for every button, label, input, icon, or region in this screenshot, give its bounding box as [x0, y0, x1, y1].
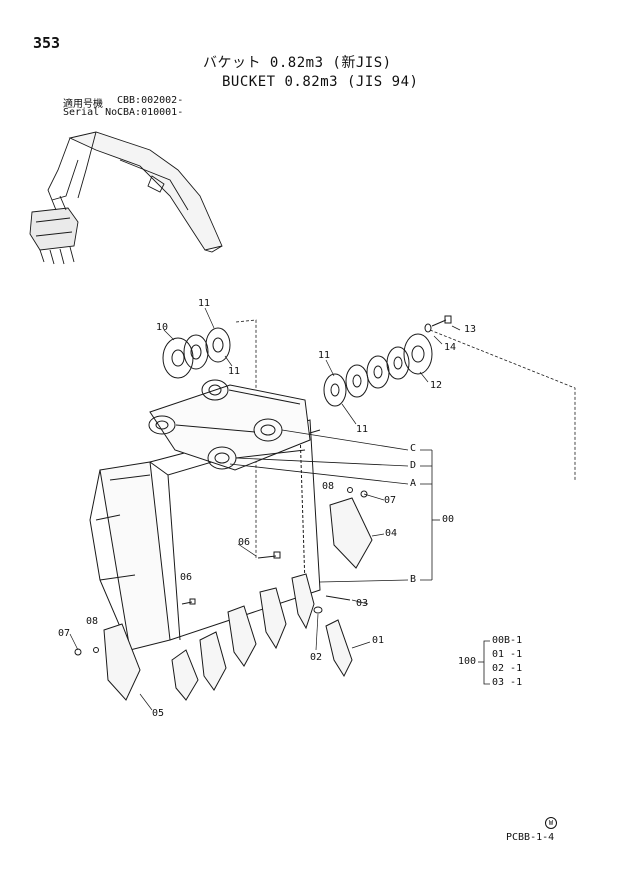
- hardware: [74, 487, 368, 656]
- callout-leaders: [69, 307, 461, 711]
- callout-c: C: [410, 443, 417, 454]
- side-cutters: [103, 497, 373, 701]
- bucket-lugs: [148, 379, 311, 471]
- callout-a: A: [410, 478, 417, 489]
- kit-line: 03 -1: [492, 677, 523, 688]
- circled-mark: W: [545, 817, 557, 829]
- title-japanese: バケット 0.82m3 (新JIS): [203, 55, 392, 71]
- callout-14: 14: [444, 342, 457, 353]
- callout-10: 10: [156, 322, 169, 333]
- washer-stack-left: [162, 327, 231, 379]
- serial-label-en: Serial No.: [63, 107, 124, 118]
- callout-08: 08: [86, 616, 99, 627]
- excavator-thumbnail: [29, 131, 223, 265]
- callout-07: 07: [58, 628, 71, 639]
- serial-label-jp: 適用号機: [63, 99, 103, 110]
- callout-d: D: [410, 460, 417, 471]
- callout-01: 01: [372, 635, 385, 646]
- callout-06: 06: [180, 572, 193, 583]
- bolt-13: [424, 315, 452, 333]
- callout-07: 07: [384, 495, 397, 506]
- title-english: BUCKET 0.82m3 (JIS 94): [222, 74, 419, 90]
- kit-line: 02 -1: [492, 663, 523, 674]
- kit-line: 00B-1: [492, 635, 523, 646]
- callout-06: 06: [238, 537, 251, 548]
- page-number: 353: [33, 34, 61, 52]
- footer-code: PCBB-1-4: [506, 832, 555, 843]
- serial-value-2: CBA:010001-: [117, 107, 184, 118]
- callout-13: 13: [464, 324, 477, 335]
- callout-04: 04: [385, 528, 398, 539]
- teeth-row: [171, 573, 353, 701]
- callout-00: 00: [442, 514, 455, 525]
- callout-11: 11: [318, 350, 331, 361]
- serial-value-1: CBB:002002-: [117, 95, 184, 106]
- callout-03: 03: [356, 598, 369, 609]
- callout-b: B: [410, 574, 417, 585]
- washer-stack-right: [323, 333, 433, 407]
- callout-11: 11: [228, 366, 241, 377]
- callout-05: 05: [152, 708, 165, 719]
- kit-line: 01 -1: [492, 649, 523, 660]
- callout-11: 11: [198, 298, 211, 309]
- callout-08: 08: [322, 481, 335, 492]
- kit-label: 100: [458, 656, 477, 667]
- kit-bracket: [478, 640, 490, 685]
- callout-12: 12: [430, 380, 443, 391]
- callout-02: 02: [310, 652, 323, 663]
- leader-lines: [229, 429, 440, 583]
- callout-11: 11: [356, 424, 369, 435]
